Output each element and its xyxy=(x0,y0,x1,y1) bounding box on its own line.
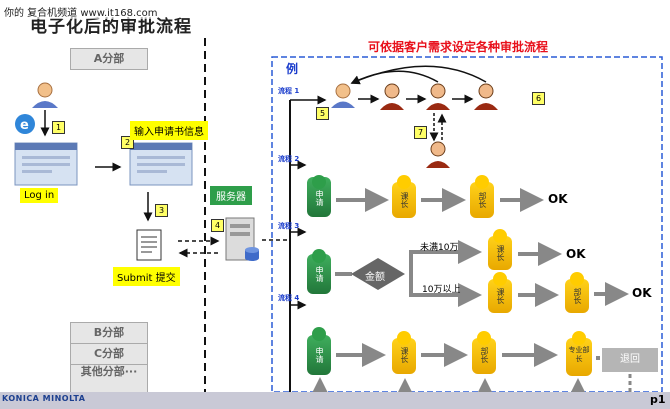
role-apply: 申请 xyxy=(315,347,324,363)
under-100k-label: 未满10万 xyxy=(420,243,459,253)
step-3-badge: 3 xyxy=(155,204,168,217)
step-4-badge: 4 xyxy=(211,219,224,232)
input-screen xyxy=(129,142,193,186)
dept-figure xyxy=(565,279,589,313)
ok-label: OK xyxy=(548,192,568,206)
browser-icon: e xyxy=(15,114,35,134)
role-section: 课长 xyxy=(496,288,505,304)
login-screen xyxy=(14,142,78,186)
step-1-badge: 1 xyxy=(52,121,65,134)
flow-2-label: 流程 2 xyxy=(278,155,300,163)
submit-label: Submit 提交 xyxy=(113,267,180,286)
role-exec: 专业部长 xyxy=(568,346,590,363)
input-label: 输入申请书信息 xyxy=(130,121,208,140)
role-section: 课长 xyxy=(400,192,409,208)
approver-icon xyxy=(426,83,450,110)
section-figure xyxy=(488,236,512,270)
example-label: 例 xyxy=(286,62,299,76)
login-label: Log in xyxy=(20,188,59,203)
user-icon xyxy=(32,82,58,108)
document-icon xyxy=(136,229,162,261)
server-label: 服务器 xyxy=(210,186,252,205)
branch-b: B分部 xyxy=(70,322,148,344)
approver-icon xyxy=(380,83,404,110)
role-dept: 部长 xyxy=(478,192,487,208)
apply-figure xyxy=(307,254,331,294)
section-figure xyxy=(392,338,416,374)
amount-label: 金额 xyxy=(365,272,385,283)
branch-a: A分部 xyxy=(70,48,148,70)
page-number: p1 xyxy=(650,393,666,406)
flow1-user-icon xyxy=(331,83,355,108)
branch-c: C分部 xyxy=(70,343,148,365)
step-7-badge: 7 xyxy=(414,126,427,139)
page-title: 电子化后的审批流程 xyxy=(30,17,192,37)
dept-figure xyxy=(472,338,496,374)
footer-bar xyxy=(0,392,670,409)
flow-3-label: 流程 3 xyxy=(278,222,300,230)
watermark: 你的 复合机频道 www.it168.com xyxy=(4,4,158,19)
svg-text:e: e xyxy=(20,118,29,133)
apply-figure xyxy=(307,177,331,217)
section-figure xyxy=(488,279,512,313)
flow-heading: 可依据客户需求设定各种审批流程 xyxy=(368,40,549,54)
role-section: 课长 xyxy=(496,245,505,261)
flow-4-label: 流程 4 xyxy=(278,294,300,302)
exec-figure xyxy=(566,338,592,376)
role-apply: 申请 xyxy=(315,190,324,206)
ok-label: OK xyxy=(632,286,652,300)
amount-diamond xyxy=(351,258,405,290)
dept-figure xyxy=(470,182,494,218)
role-dept: 部长 xyxy=(573,288,582,304)
return-button[interactable]: 退回 xyxy=(602,348,658,372)
role-apply: 申请 xyxy=(315,266,324,282)
step-6-badge: 6 xyxy=(532,92,545,105)
role-section: 课长 xyxy=(400,347,409,363)
ok-label: OK xyxy=(566,247,586,261)
flow-1-label: 流程 1 xyxy=(278,87,300,95)
brand-logo: KONICA MINOLTA xyxy=(2,394,86,403)
role-dept: 部长 xyxy=(480,347,489,363)
apply-figure xyxy=(307,335,331,375)
approver-icon xyxy=(474,83,498,110)
approver-icon xyxy=(426,141,450,168)
section-figure xyxy=(392,182,416,218)
step-5-badge: 5 xyxy=(316,107,329,120)
server-icon xyxy=(225,217,259,261)
over-100k-label: 10万以上 xyxy=(422,285,461,295)
branch-other: 其他分部··· xyxy=(70,364,148,394)
